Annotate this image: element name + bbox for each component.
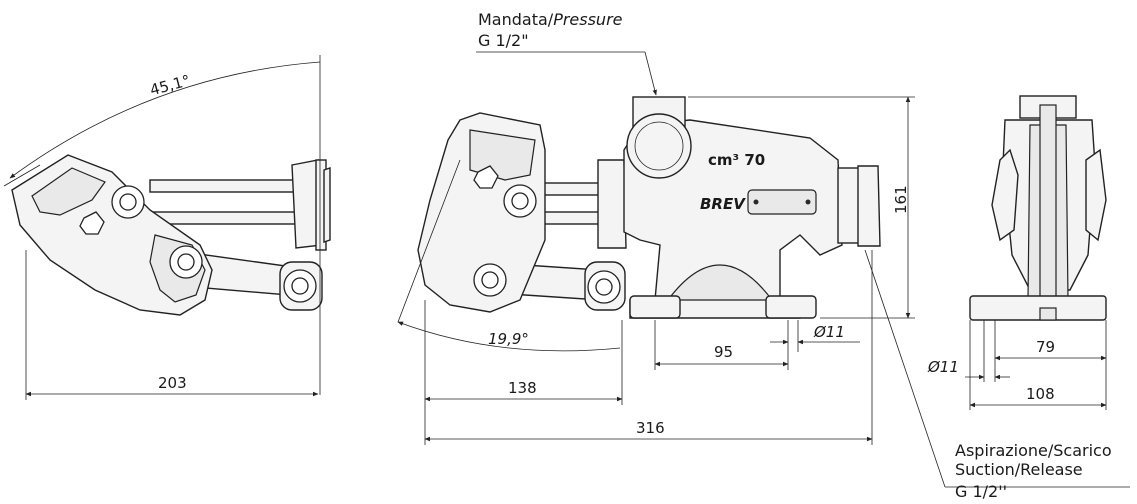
width-left-label: 203 — [158, 374, 187, 392]
width-left-dimension: 203 — [25, 250, 319, 400]
pressure-label: Mandata/Pressure — [478, 10, 623, 29]
hole-spacing-front-label: 79 — [1036, 338, 1055, 356]
base-width-front-label: 108 — [1026, 385, 1055, 403]
bolt-1 — [111, 185, 145, 219]
pressure-callout: Mandata/Pressure G 1/2" — [476, 10, 657, 96]
right-view-pump — [969, 95, 1107, 321]
suction-label-2: Suction/Release — [955, 460, 1083, 479]
hole-dia-front-label: Ø11 — [927, 358, 959, 376]
height-dimension: 161 — [688, 96, 915, 319]
bolt-6 — [587, 270, 621, 304]
suction-thread: G 1/2'' — [955, 482, 1007, 501]
bolt-3 — [283, 269, 317, 303]
bolt-4 — [503, 184, 537, 218]
suction-callout: Aspirazione/Scarico Suction/Release G 1/… — [864, 249, 1130, 501]
angle-closed-label: 19,9° — [488, 330, 529, 348]
angle-closed-dimension: 19,9° — [397, 159, 621, 352]
hole-spacing-side-label: 95 — [714, 343, 733, 361]
brand-logo: BREV — [700, 195, 746, 213]
pressure-label-it: Mandata/ — [478, 10, 554, 29]
bolt-2 — [169, 245, 203, 279]
angle-open-label: 45,1° — [148, 71, 192, 99]
model-label: cm³ 70 — [708, 151, 765, 169]
bolt-5 — [473, 263, 507, 297]
overall-length-label: 316 — [636, 419, 665, 437]
height-label: 161 — [892, 185, 910, 214]
handle-to-axis-dimension: 138 — [424, 300, 623, 445]
suction-label-1: Aspirazione/Scarico — [955, 441, 1112, 460]
middle-view-pump: cm³ 70 BREV — [417, 96, 881, 319]
overall-length-dimension: 316 — [424, 250, 873, 445]
left-view-pump — [11, 154, 331, 316]
pressure-label-en: Pressure — [553, 10, 622, 29]
handle-to-axis-label: 138 — [508, 379, 537, 397]
hole-dia-side-label: Ø11 — [813, 323, 845, 341]
side-holes-dimension: 95 Ø11 — [654, 320, 860, 370]
front-dimensions: 79 Ø11 108 — [927, 320, 1107, 410]
pressure-thread: G 1/2" — [478, 31, 529, 50]
